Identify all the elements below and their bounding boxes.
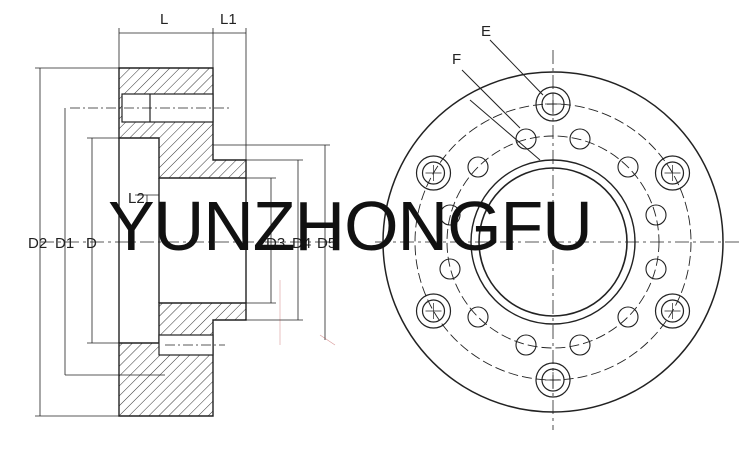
small-bolt-hole bbox=[515, 334, 537, 356]
brand-watermark: YUNZHONGFU bbox=[108, 187, 593, 265]
right-dimension-lines bbox=[213, 144, 330, 340]
section-bore bbox=[118, 138, 247, 343]
section-view bbox=[35, 28, 336, 417]
dim-label-d5: D5 bbox=[317, 235, 336, 252]
large-bolt-hole bbox=[535, 362, 571, 398]
small-bolt-hole bbox=[467, 156, 489, 178]
dim-label-l1: L1 bbox=[220, 11, 237, 28]
small-bolt-hole bbox=[515, 128, 537, 150]
callout-label-e: E bbox=[481, 23, 491, 40]
large-bolt-hole bbox=[415, 155, 452, 191]
small-bolt-hole bbox=[617, 156, 639, 178]
small-bolt-holes bbox=[439, 128, 667, 356]
large-bolt-hole bbox=[654, 155, 691, 191]
small-bolt-hole bbox=[569, 128, 591, 150]
dim-label-d: D bbox=[86, 235, 97, 252]
small-bolt-hole bbox=[645, 258, 667, 280]
large-bolt-hole bbox=[415, 293, 452, 329]
dim-label-l2: L2 bbox=[128, 190, 145, 207]
small-bolt-hole bbox=[617, 306, 639, 328]
callout-label-f: F bbox=[452, 51, 461, 68]
face-view bbox=[375, 39, 740, 430]
large-bolt-holes bbox=[415, 86, 691, 398]
small-bolt-hole bbox=[439, 204, 461, 226]
dim-label-d4: D4 bbox=[292, 235, 311, 252]
dim-label-l: L bbox=[160, 11, 168, 28]
small-bolt-hole bbox=[467, 306, 489, 328]
section-hatch-bottom bbox=[118, 302, 247, 417]
small-bolt-hole bbox=[439, 258, 461, 280]
dim-label-d2: D2 bbox=[28, 235, 47, 252]
dimension-accent-marks bbox=[279, 280, 336, 346]
callout-leaders bbox=[461, 39, 544, 161]
small-bolt-hole bbox=[569, 334, 591, 356]
dimension-labels: L L1 D2 D1 D L2 D3 D4 D5 E F bbox=[28, 11, 491, 252]
left-dimension-lines bbox=[35, 67, 165, 417]
large-bolt-hole bbox=[535, 86, 571, 122]
small-bolt-hole bbox=[645, 204, 667, 226]
section-hatch-top bbox=[118, 67, 247, 179]
dim-label-d3: D3 bbox=[266, 235, 285, 252]
large-bolt-hole bbox=[654, 293, 691, 329]
dim-label-d1: D1 bbox=[55, 235, 74, 252]
top-dimension-lines bbox=[118, 28, 247, 160]
